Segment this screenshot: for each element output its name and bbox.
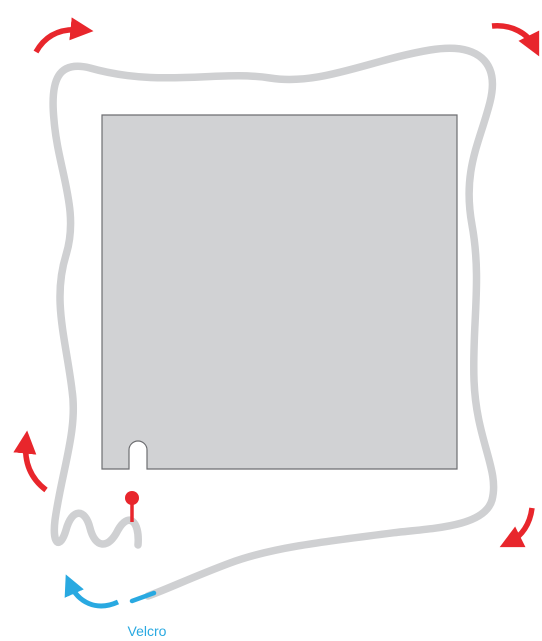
square-panel xyxy=(101,114,458,470)
wavy-cord xyxy=(49,44,498,600)
rotation-arrow-bottom-right xyxy=(499,507,535,548)
pin-icon xyxy=(125,491,139,505)
rotation-arrow-bottom-left xyxy=(13,430,48,493)
velcro-arrow xyxy=(64,574,120,609)
velcro-label: Velcro xyxy=(128,623,167,639)
rotation-arrow-top-left xyxy=(33,17,94,54)
velcro-strip xyxy=(129,590,157,604)
rotation-arrow-top-right xyxy=(491,23,540,57)
